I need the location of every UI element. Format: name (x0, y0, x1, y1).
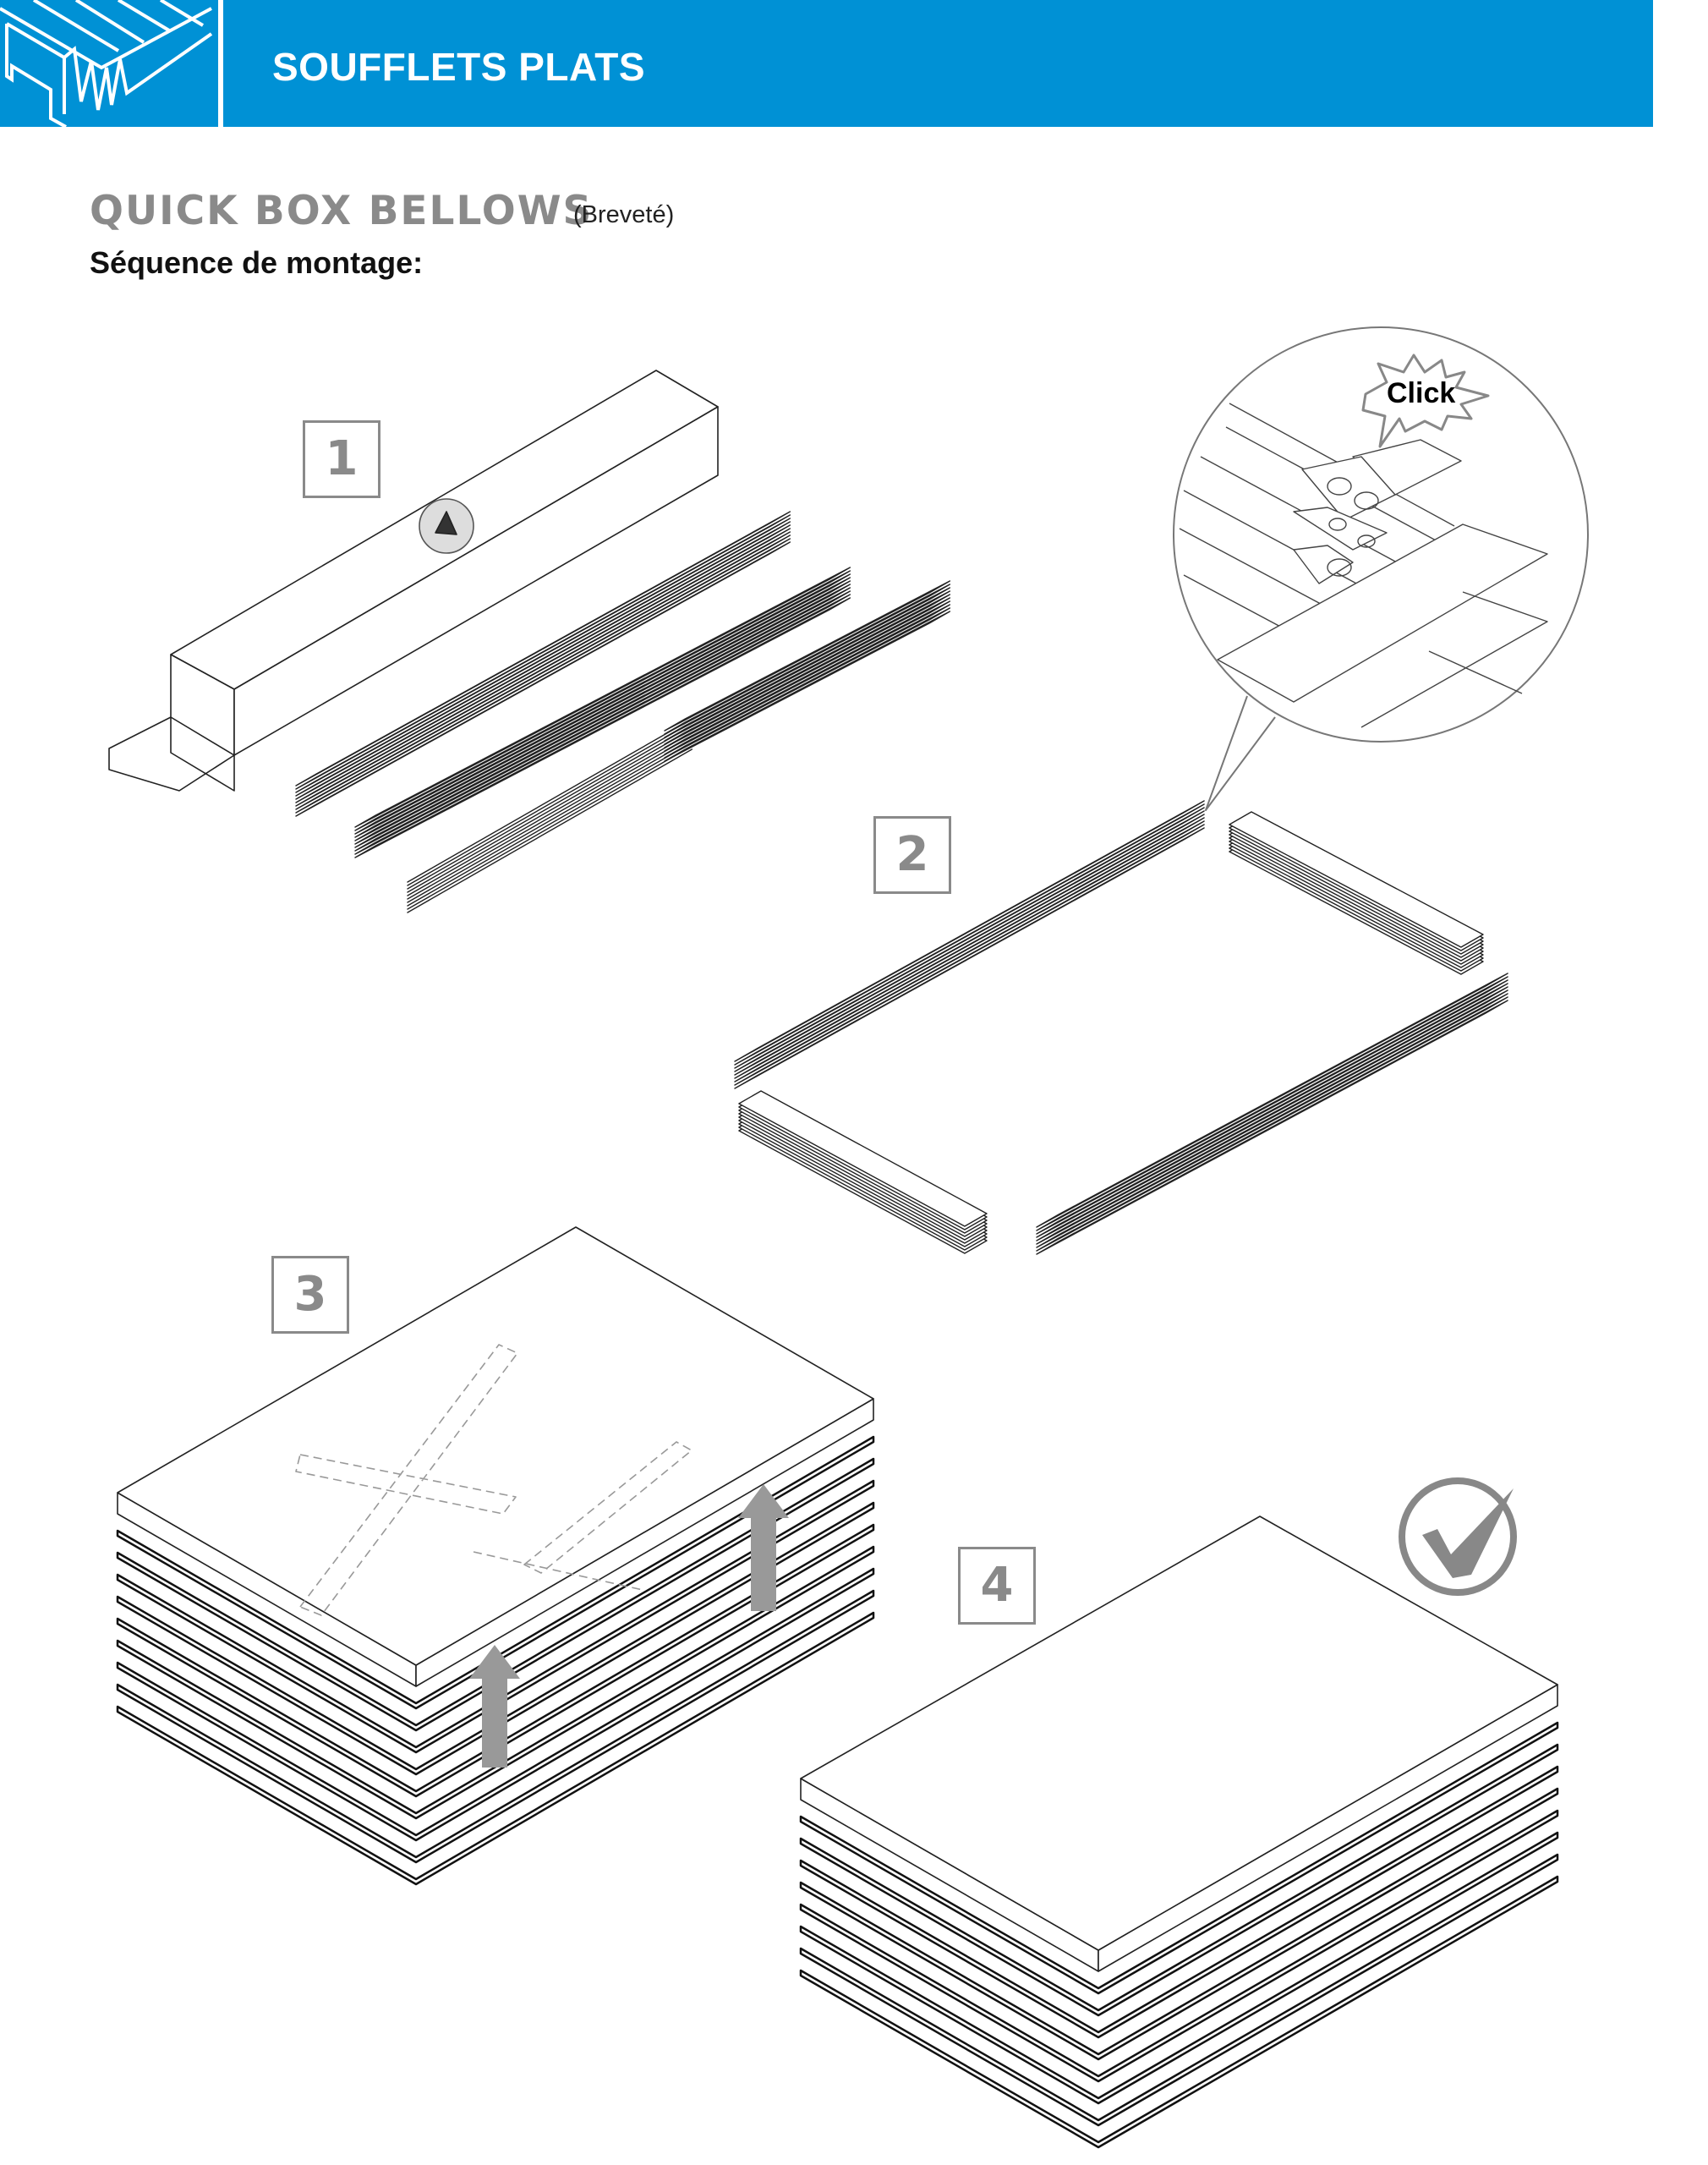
step-3-label: 3 (271, 1256, 349, 1334)
rail-stack (354, 567, 851, 858)
rail-stack (295, 511, 791, 817)
bellows-fold (799, 1853, 1559, 2127)
bellows-fold (799, 1831, 1559, 2105)
bellows-fold (799, 1721, 1559, 1995)
bellows-fold (799, 1787, 1559, 2061)
click-burst-icon (1361, 354, 1490, 448)
step2-frame (734, 800, 1508, 1255)
top-plate (800, 1516, 1558, 1951)
bellows-fold (116, 1545, 875, 1820)
step-1-label: 1 (303, 420, 380, 498)
packaging-box (108, 370, 719, 792)
step3-stack (116, 1226, 875, 1886)
header-banner: SOUFFLETS PLATS (0, 0, 1653, 127)
rail-stack (1229, 811, 1484, 975)
bellows-fold (116, 1479, 875, 1754)
bellows-fold (116, 1589, 875, 1864)
bellows-fold (799, 1743, 1559, 2017)
bellows-fold (116, 1567, 875, 1842)
product-title: QUICK BOX BELLOWS (90, 188, 594, 234)
rail-stack (664, 580, 951, 762)
check-circle-icon (1399, 1477, 1517, 1596)
step-4-label: 4 (958, 1547, 1036, 1625)
bellows-fold (116, 1435, 875, 1710)
patent-note: (Breveté) (573, 201, 675, 228)
step-2-label: 2 (873, 816, 951, 894)
assembly-sequence-heading: Séquence de montage: (90, 245, 424, 280)
magnified-detail (1173, 326, 1589, 811)
step1-rails (295, 511, 951, 913)
rail-stack (1036, 973, 1508, 1255)
bellows-fold (116, 1501, 875, 1776)
top-plate (117, 1226, 874, 1666)
bellows-fold (799, 1875, 1559, 2149)
bellows-fold (116, 1457, 875, 1732)
arrow-up-icon (469, 1484, 789, 1768)
header-separator (218, 0, 223, 127)
header-title: SOUFFLETS PLATS (272, 45, 646, 89)
rail-stack (407, 718, 693, 913)
click-callout: Click (1387, 377, 1456, 409)
rail-stack (734, 800, 1205, 1089)
rail-stack (738, 1090, 988, 1254)
bellows-fold (116, 1523, 875, 1798)
bellows-fold (799, 1809, 1559, 2083)
step4-stack (799, 1516, 1559, 2149)
bellows-fold (116, 1611, 875, 1886)
bellows-fold (799, 1765, 1559, 2039)
bellows-logo-icon (0, 0, 213, 127)
